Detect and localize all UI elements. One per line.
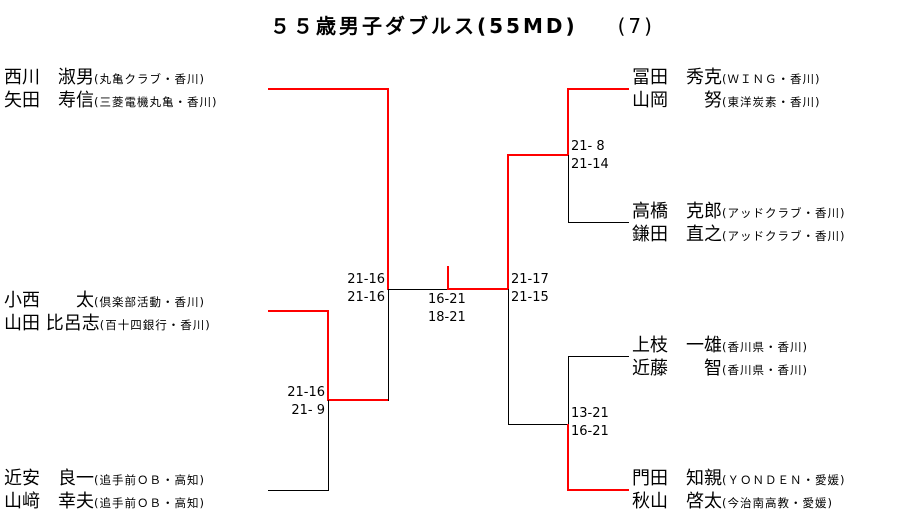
bracket-line [327,310,329,401]
bracket-line [508,424,568,425]
text: 上枝 一雄 [632,335,722,356]
text: 21-16 [347,290,385,305]
text: 矢田 寿信 [4,90,94,111]
text: 鎌田 直之 [632,224,722,245]
line-text: 小西 太(倶楽部活動・香川) [4,290,211,313]
line-text: 近安 良一(追手前ＯＢ・高知) [4,468,205,491]
bracket-line [448,288,509,290]
text: 21-17 [511,272,549,287]
team-right-3: 上枝 一雄(香川県・香川) 近藤 智(香川県・香川) [632,335,808,381]
score-right-bottom: 13-21 16-21 [571,405,609,441]
score-final: 16-21 18-21 [428,291,466,327]
bracket-line [568,356,629,357]
team-right-4: 門田 知親(ＹＯＮＤＥＮ・愛媛) 秋山 啓太(今治南高教・愛媛) [632,468,845,514]
line-text: 上枝 一雄(香川県・香川) [632,335,808,358]
bracket-line [568,155,569,223]
bracket-line [507,155,509,290]
text: 21-15 [511,290,549,305]
bracket-line [327,399,389,401]
text: 13-21 [571,406,609,421]
bracket-line [568,222,629,223]
text: 21- 9 [291,403,325,418]
line-text: 西川 淑男(丸亀クラブ・香川) [4,67,217,90]
text: 21-16 [347,272,385,287]
player-affiliation: (追手前ＯＢ・高知) [94,496,205,510]
text: 秋山 啓太 [632,491,722,512]
team-left-1: 西川 淑男(丸亀クラブ・香川) 矢田 寿信(三菱電機丸亀・香川) [4,67,217,113]
bracket-line [567,424,569,491]
text: 近安 良一 [4,468,94,489]
line-text: 門田 知親(ＹＯＮＤＥＮ・愛媛) [632,468,845,491]
score-right-top: 21- 8 21-14 [571,138,609,174]
draw-number: (7) [617,14,655,38]
team-left-2: 小西 太(倶楽部活動・香川) 山田 比呂志(百十四銀行・香川) [4,290,211,336]
line-text: 秋山 啓太(今治南高教・愛媛) [632,491,845,514]
player-affiliation: (追手前ＯＢ・高知) [94,473,205,487]
player-affiliation: (丸亀クラブ・香川) [94,72,205,86]
line-text: 鎌田 直之(アッドクラブ・香川) [632,224,845,247]
event-title: ５５歳男子ダブルス(55MD) [270,14,578,38]
line-text: 矢田 寿信(三菱電機丸亀・香川) [4,90,217,113]
text: 山田 比呂志 [4,313,100,334]
bracket-line [568,356,569,425]
text: 21-16 [287,385,325,400]
player-affiliation: (今治南高教・愛媛) [722,496,833,510]
bracket-line [447,266,449,290]
line-text: 山田 比呂志(百十四銀行・香川) [4,313,211,336]
score-left-semi: 21-16 21-16 [345,271,385,307]
page-title: ５５歳男子ダブルス(55MD) (7) [270,10,655,39]
text: 16-21 [428,292,466,307]
text: 西川 淑男 [4,67,94,88]
bracket-line [268,310,329,312]
team-right-1: 冨田 秀克(ＷＩＮＧ・香川) 山岡 努(東洋炭素・香川) [632,67,820,113]
bracket-line [567,489,629,491]
player-affiliation: (香川県・香川) [722,340,808,354]
player-affiliation: (アッドクラブ・香川) [722,229,846,243]
team-right-2: 高橋 克郎(アッドクラブ・香川) 鎌田 直之(アッドクラブ・香川) [632,201,845,247]
line-text: 近藤 智(香川県・香川) [632,358,808,381]
text: 高橋 克郎 [632,201,722,222]
text: 21- 8 [571,139,605,154]
score-right-semi: 21-17 21-15 [511,271,549,307]
bracket-line [567,88,569,156]
team-left-3: 近安 良一(追手前ＯＢ・高知) 山﨑 幸夫(追手前ＯＢ・高知) [4,468,205,514]
bracket-line [268,490,329,491]
player-affiliation: (三菱電機丸亀・香川) [94,95,218,109]
text: 21-14 [571,157,609,172]
score-left-r1: 21-16 21- 9 [285,384,325,420]
text: 山﨑 幸夫 [4,491,94,512]
bracket-line [507,154,569,156]
line-text: 冨田 秀克(ＷＩＮＧ・香川) [632,67,820,90]
player-affiliation: (百十四銀行・香川) [99,318,211,332]
bracket-line [568,88,629,90]
player-affiliation: (ＷＩＮＧ・香川) [722,72,821,86]
text: 小西 太 [4,290,94,311]
line-text: 山岡 努(東洋炭素・香川) [632,90,820,113]
text: 山岡 努 [632,90,722,111]
player-affiliation: (香川県・香川) [722,363,808,377]
text: 18-21 [428,310,466,325]
text: 冨田 秀克 [632,67,722,88]
bracket-line [387,88,389,290]
player-affiliation: (ＹＯＮＤＥＮ・愛媛) [722,473,846,487]
line-text: 山﨑 幸夫(追手前ＯＢ・高知) [4,491,205,514]
bracket-line [388,289,448,290]
bracket-line [388,289,389,401]
text: 16-21 [571,424,609,439]
text: 門田 知親 [632,468,722,489]
bracket-line [268,88,389,90]
bracket-line [328,400,329,491]
player-affiliation: (東洋炭素・香川) [722,95,821,109]
bracket-line [508,289,509,425]
player-affiliation: (アッドクラブ・香川) [722,206,846,220]
line-text: 高橋 克郎(アッドクラブ・香川) [632,201,845,224]
text: 近藤 智 [632,358,722,379]
player-affiliation: (倶楽部活動・香川) [94,295,205,309]
